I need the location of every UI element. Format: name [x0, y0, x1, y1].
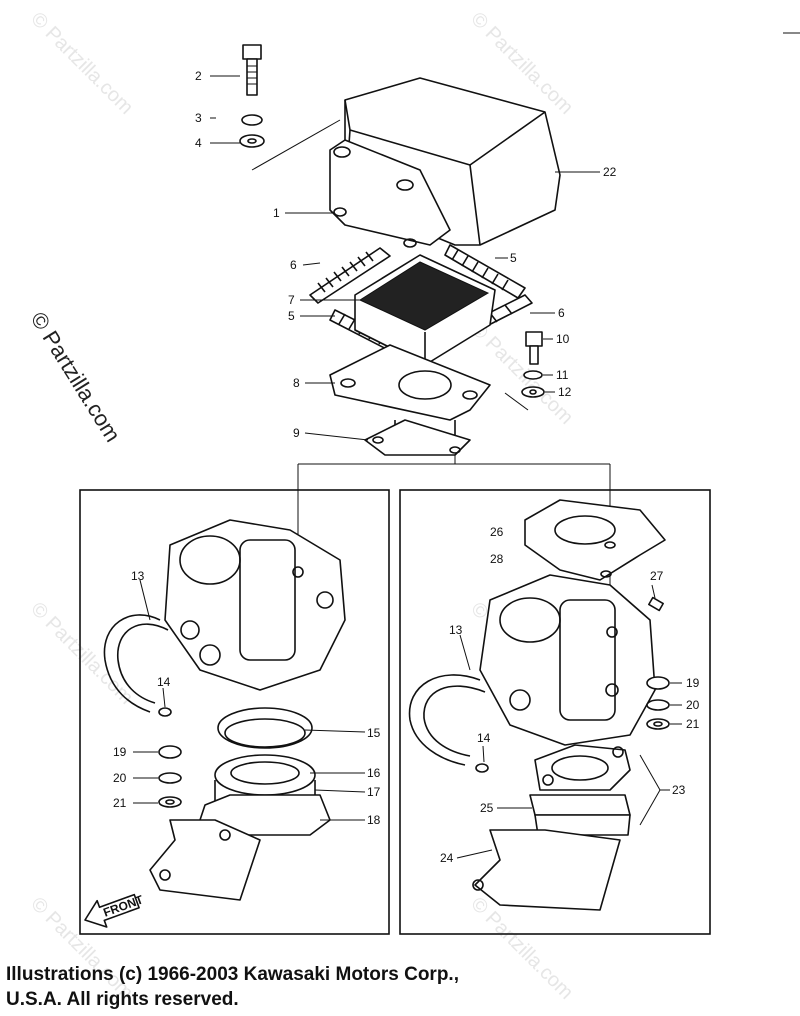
callout-25: 25 [480, 801, 494, 815]
hose-clamp-14 [475, 763, 489, 773]
front-arrow: FRONT [84, 892, 146, 928]
callout-5: 5 [510, 251, 517, 265]
callout-6: 6 [290, 258, 297, 272]
callout-21: 21 [113, 796, 127, 810]
svg-text:FRONT: FRONT [101, 892, 145, 920]
right-panel-frame [399, 489, 711, 935]
callout-26: 26 [490, 525, 504, 539]
callout-8: 8 [293, 376, 300, 390]
bolt-10-assembly [504, 331, 545, 411]
callout-21: 21 [686, 717, 700, 731]
callout-28: 28 [490, 552, 504, 566]
right-hose [408, 674, 481, 766]
callout-19: 19 [113, 745, 127, 759]
callout-12: 12 [558, 385, 572, 399]
left-carburetor [164, 519, 346, 691]
callout-23: 23 [672, 783, 686, 797]
left-nut-washers [158, 745, 182, 808]
watermark-dark: © Partzilla.com [26, 307, 126, 446]
callout-16: 16 [367, 766, 381, 780]
callout-9: 9 [293, 426, 300, 440]
callout-4: 4 [195, 136, 202, 150]
air-filter-element [354, 254, 496, 366]
callout-18: 18 [367, 813, 381, 827]
callout-20: 20 [686, 698, 700, 712]
callout-19: 19 [686, 676, 700, 690]
callout-13: 13 [449, 623, 463, 637]
callout-5: 5 [288, 309, 295, 323]
callout-1: 1 [273, 206, 280, 220]
callout-27: 27 [650, 569, 664, 583]
right-carburetor [479, 574, 656, 746]
callout-10: 10 [556, 332, 570, 346]
hose-clamp-14 [158, 707, 172, 717]
callout-14: 14 [477, 731, 491, 745]
callout-20: 20 [113, 771, 127, 785]
right-holder-stack [472, 744, 631, 911]
gasket-9 [364, 419, 471, 456]
copyright-line-2: U.S.A. All rights reserved. [6, 989, 239, 1010]
right-top-plate [524, 499, 666, 612]
copyright-line-1: Illustrations (c) 1966-2003 Kawasaki Mot… [6, 964, 459, 985]
callout-17: 17 [367, 785, 381, 799]
left-hose [103, 614, 161, 713]
callout-6: 6 [558, 306, 565, 320]
callout-labels: 2 3 4 1 22 6 5 7 5 6 10 11 12 8 9 13 14 … [113, 69, 700, 865]
callout-22: 22 [603, 165, 617, 179]
callout-24: 24 [440, 851, 454, 865]
callout-14: 14 [157, 675, 171, 689]
watermark-text: © Partzilla.com [26, 8, 137, 119]
watermark-text: © Partzilla.com [466, 893, 577, 1004]
copyright-footer: Illustrations (c) 1966-2003 Kawasaki Mot… [6, 962, 459, 1012]
watermark-text: © Partzilla.com [26, 598, 137, 709]
bolt-assembly [239, 44, 265, 148]
gasket-1 [251, 119, 451, 248]
left-panel-frame [79, 489, 390, 935]
callout-11: 11 [556, 368, 569, 382]
callout-2: 2 [195, 69, 202, 83]
callout-leaders [133, 75, 682, 859]
right-nut-washers [646, 676, 670, 730]
callout-7: 7 [288, 293, 295, 307]
callout-15: 15 [367, 726, 381, 740]
callout-3: 3 [195, 111, 202, 125]
left-holder-stack [149, 707, 331, 901]
callout-13: 13 [131, 569, 145, 583]
